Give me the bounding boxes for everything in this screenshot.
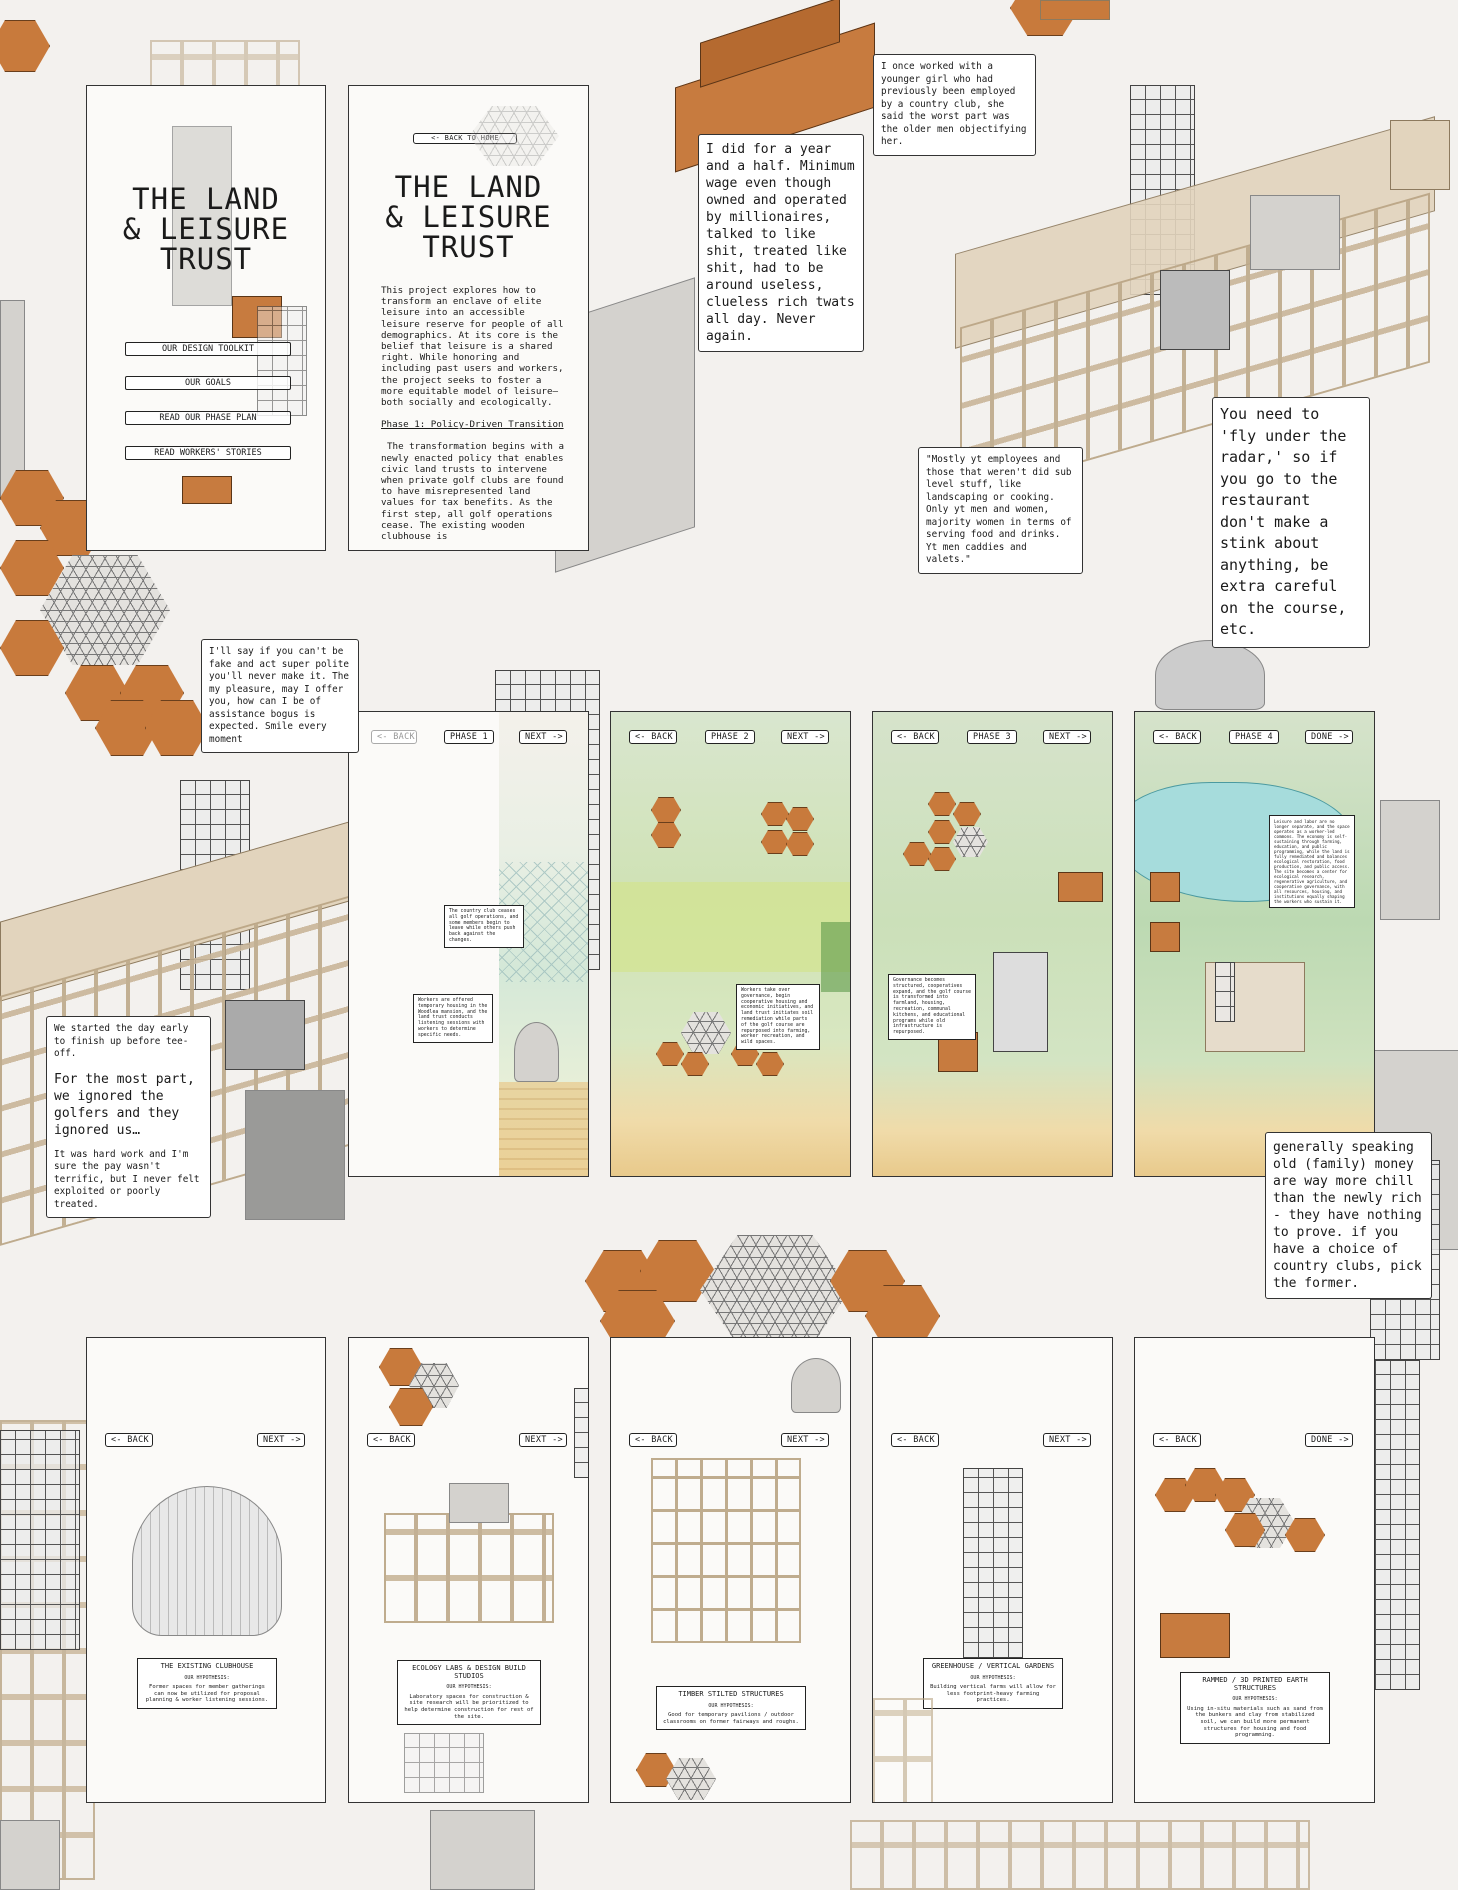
phase-1-note-1: The country club ceases all golf operati… — [444, 905, 524, 948]
phase-2-next-button[interactable]: NEXT -> — [781, 730, 829, 744]
toolkit-1-back-button[interactable]: <- BACK — [105, 1433, 153, 1447]
back-to-home-button[interactable]: <- BACK TO HOME — [413, 133, 517, 144]
toolkit-2-next-button[interactable]: NEXT -> — [519, 1433, 567, 1447]
toolkit-4-screen: <- BACK NEXT -> GREENHOUSE / VERTICAL GA… — [872, 1337, 1113, 1803]
quote-year-and-half: I did for a year and a half. Minimum wag… — [698, 134, 864, 352]
phase-1-next-button[interactable]: NEXT -> — [519, 730, 567, 744]
toolkit-3-back-button[interactable]: <- BACK — [629, 1433, 677, 1447]
phase-3-map — [873, 712, 1112, 1176]
home-title: THE LAND & LEISURE TRUST — [122, 182, 290, 276]
phase-4-map — [1135, 712, 1374, 1176]
quote-ignored-text: For the most part, we ignored the golfer… — [54, 1071, 195, 1138]
toolkit-5-hypothesis-label: OUR HYPOTHESIS: — [1232, 1696, 1278, 1703]
phase-4-back-button[interactable]: <- BACK — [1153, 730, 1201, 744]
toolkit-4-next-button[interactable]: NEXT -> — [1043, 1433, 1091, 1447]
quote-old-money: generally speaking old (family) money ar… — [1265, 1132, 1432, 1299]
ecology-lab-illustration — [384, 1513, 554, 1623]
quote-fake-polite: I'll say if you can't be fake and act su… — [201, 639, 359, 753]
phase-2-back-button[interactable]: <- BACK — [629, 730, 677, 744]
phase-2-label: PHASE 2 — [705, 730, 755, 744]
toolkit-4-body: Building vertical farms will allow for l… — [930, 1684, 1056, 1704]
home-scaffold-illustration — [257, 306, 307, 416]
phase-1-label: PHASE 1 — [444, 730, 494, 744]
quote-started-day-text: We started the day early to finish up be… — [54, 1023, 189, 1059]
phase-1-back-button[interactable]: <- BACK — [371, 730, 417, 744]
quote-hard-work-text: It was hard work and I'm sure the pay wa… — [54, 1148, 200, 1210]
toolkit-1-screen: <- BACK NEXT -> THE EXISTING CLUBHOUSE O… — [86, 1337, 326, 1803]
menu-workers-stories[interactable]: READ WORKERS' STORIES — [125, 446, 291, 460]
phase-2-screen: <- BACK PHASE 2 NEXT -> Workers take ove… — [610, 711, 851, 1177]
phase-2-map — [611, 712, 850, 1176]
toolkit-5-done-button[interactable]: DONE -> — [1305, 1433, 1353, 1447]
phase-1-note-2: Workers are offered temporary housing in… — [413, 994, 493, 1043]
quote-fly-under-radar: You need to 'fly under the radar,' so if… — [1212, 397, 1370, 648]
toolkit-5-body: Using in-situ materials such as sand fro… — [1187, 1705, 1323, 1739]
phase-4-note-1: Leisure and labor are no longer separate… — [1269, 815, 1355, 908]
toolkit-2-hypothesis-label: OUR HYPOTHESIS: — [446, 1684, 492, 1691]
toolkit-5-screen: <- BACK DONE -> RAMMED / 3D PRINTED EART… — [1134, 1337, 1375, 1803]
home-screen: THE LAND & LEISURE TRUST OUR DESIGN TOOL… — [86, 85, 326, 551]
quote-started-day: We started the day early to finish up be… — [46, 1016, 211, 1218]
toolkit-5-title: RAMMED / 3D PRINTED EARTH STRUCTURES — [1202, 1676, 1308, 1692]
phase-1-screen: <- BACK PHASE 1 NEXT -> The country club… — [348, 711, 589, 1177]
menu-design-toolkit[interactable]: OUR DESIGN TOOLKIT — [125, 342, 291, 356]
toolkit-4-back-button[interactable]: <- BACK — [891, 1433, 939, 1447]
vertical-garden-illustration — [963, 1468, 1023, 1658]
earth-structure-illustration — [1160, 1613, 1230, 1658]
menu-phase-plan[interactable]: READ OUR PHASE PLAN — [125, 411, 291, 425]
toolkit-1-title: THE EXISTING CLUBHOUSE — [160, 1662, 254, 1670]
home-tower-illustration — [172, 126, 232, 306]
phase-4-screen: <- BACK PHASE 4 DONE -> Leisure and labo… — [1134, 711, 1375, 1177]
quote-yt-employees: "Mostly yt employees and those that were… — [918, 447, 1083, 574]
phase-4-done-button[interactable]: DONE -> — [1305, 730, 1353, 744]
phase1-text: The transformation begins with a newly e… — [381, 441, 565, 543]
toolkit-4-caption: GREENHOUSE / VERTICAL GARDENS OUR HYPOTH… — [923, 1658, 1063, 1709]
phase-3-back-button[interactable]: <- BACK — [891, 730, 939, 744]
toolkit-2-caption: ECOLOGY LABS & DESIGN BUILD STUDIOS OUR … — [397, 1660, 541, 1726]
toolkit-3-next-button[interactable]: NEXT -> — [781, 1433, 829, 1447]
toolkit-2-title: ECOLOGY LABS & DESIGN BUILD STUDIOS — [412, 1664, 526, 1680]
about-screen: <- BACK TO HOME THE LAND & LEISURE TRUST… — [348, 85, 589, 551]
menu-our-goals[interactable]: OUR GOALS — [125, 376, 291, 390]
phase-3-label: PHASE 3 — [967, 730, 1017, 744]
about-title: THE LAND & LEISURE TRUST — [385, 170, 552, 264]
toolkit-3-hypothesis-label: OUR HYPOTHESIS: — [708, 1702, 754, 1709]
toolkit-4-title: GREENHOUSE / VERTICAL GARDENS — [931, 1662, 1055, 1670]
phase-2-note-1: Workers take over governance, begin coop… — [736, 984, 820, 1050]
clubhouse-illustration — [132, 1486, 282, 1636]
timber-structure-illustration — [651, 1458, 801, 1643]
phase-4-label: PHASE 4 — [1229, 730, 1279, 744]
home-cabin-illustration — [182, 476, 232, 504]
phase1-heading: Phase 1: Policy-Driven Transition — [381, 419, 564, 431]
toolkit-1-next-button[interactable]: NEXT -> — [257, 1433, 305, 1447]
quote-country-club: I once worked with a younger girl who ha… — [873, 54, 1036, 156]
toolkit-2-body: Laboratory spaces for construction & sit… — [404, 1693, 534, 1720]
phase-3-next-button[interactable]: NEXT -> — [1043, 730, 1091, 744]
toolkit-1-caption: THE EXISTING CLUBHOUSE OUR HYPOTHESIS: F… — [137, 1658, 277, 1709]
phase-3-screen: <- BACK PHASE 3 NEXT -> Governance becom… — [872, 711, 1113, 1177]
toolkit-3-screen: <- BACK NEXT -> TIMBER STILTED STRUCTURE… — [610, 1337, 851, 1803]
toolkit-5-back-button[interactable]: <- BACK — [1153, 1433, 1201, 1447]
phase-3-note-1: Governance becomes structured, cooperati… — [888, 974, 976, 1040]
toolkit-2-back-button[interactable]: <- BACK — [367, 1433, 415, 1447]
toolkit-5-caption: RAMMED / 3D PRINTED EARTH STRUCTURES OUR… — [1180, 1672, 1330, 1744]
about-body: This project explores how to transform a… — [381, 285, 566, 550]
toolkit-3-caption: TIMBER STILTED STRUCTURES OUR HYPOTHESIS… — [656, 1686, 806, 1731]
about-intro: This project explores how to transform a… — [381, 285, 564, 409]
toolkit-1-body: Former spaces for member gatherings can … — [145, 1684, 269, 1704]
toolkit-3-title: TIMBER STILTED STRUCTURES — [678, 1690, 784, 1698]
about-roof-illustration — [469, 106, 559, 166]
toolkit-3-body: Good for temporary pavilions / outdoor c… — [663, 1712, 799, 1725]
toolkit-2-screen: <- BACK NEXT -> ECOLOGY LABS & DESIGN BU… — [348, 1337, 589, 1803]
toolkit-1-hypothesis-label: OUR HYPOTHESIS: — [184, 1674, 230, 1681]
toolkit-4-hypothesis-label: OUR HYPOTHESIS: — [970, 1674, 1016, 1681]
